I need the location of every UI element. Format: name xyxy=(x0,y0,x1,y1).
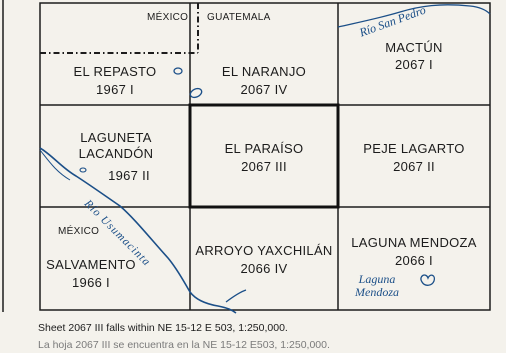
cell-name-peje-lagarto: PEJE LAGARTO xyxy=(363,141,465,156)
usumacinta-branch xyxy=(39,149,71,181)
tributary-arroyo xyxy=(225,289,247,303)
caption-spanish: La hoja 2067 III se encuentra en la NE 1… xyxy=(38,339,330,351)
cell-name-mactun: MACTÚN xyxy=(385,40,443,55)
cell-name-el-repasto: EL REPASTO xyxy=(73,64,157,79)
border-label-guatemala: GUATEMALA xyxy=(207,12,271,23)
cell-sheet-laguneta-lacandon: 1967 II xyxy=(108,168,150,183)
border-label-mexico-north: MÉXICO xyxy=(147,12,189,23)
rivers xyxy=(39,4,491,314)
highlighted-sheet-frame xyxy=(188,103,340,209)
small-lake-naranjo xyxy=(189,87,203,99)
cell-sheet-laguna-mendoza: 2066 I xyxy=(395,253,433,268)
laguna-mendoza-lake xyxy=(420,274,436,286)
small-lake-repasto xyxy=(173,67,183,75)
sheet-grid xyxy=(39,2,491,311)
cell-name-el-naranjo: EL NARANJO xyxy=(221,64,307,79)
cell-sheet-peje-lagarto: 2067 II xyxy=(393,159,435,174)
grid-outline xyxy=(39,2,491,311)
cell-name-laguna-mendoza: LAGUNA MENDOZA xyxy=(351,235,477,250)
rio-usumacinta-line xyxy=(39,147,237,314)
label-laguna-mendoza-lake: Laguna Mendoza xyxy=(355,272,399,299)
international-border xyxy=(40,3,199,54)
cell-sheet-el-repasto: 1967 I xyxy=(96,82,134,97)
border-label-mexico-south: MÉXICO xyxy=(58,226,100,237)
cell-sheet-salvamento: 1966 I xyxy=(72,275,110,290)
cell-sheet-el-paraiso: 2067 III xyxy=(241,159,287,174)
cell-sheet-arroyo-yaxchilan: 2066 IV xyxy=(240,261,288,276)
cell-sheet-el-naranjo: 2067 IV xyxy=(240,82,288,97)
cell-name-el-paraiso: EL PARAÍSO xyxy=(224,141,304,156)
rio-san-pedro-line xyxy=(337,4,491,28)
caption-english: Sheet 2067 III falls within NE 15-12 E 5… xyxy=(38,322,288,334)
cell-name-arroyo-yaxchilan: ARROYO YAXCHILÁN xyxy=(195,243,333,258)
cell-sheet-mactun: 2067 I xyxy=(395,57,433,72)
cell-name-salvamento: SALVAMENTO xyxy=(46,257,136,272)
small-lake-lacandon xyxy=(79,167,87,173)
cell-name-laguneta-lacandon: LAGUNETA LACANDÓN xyxy=(78,130,154,161)
